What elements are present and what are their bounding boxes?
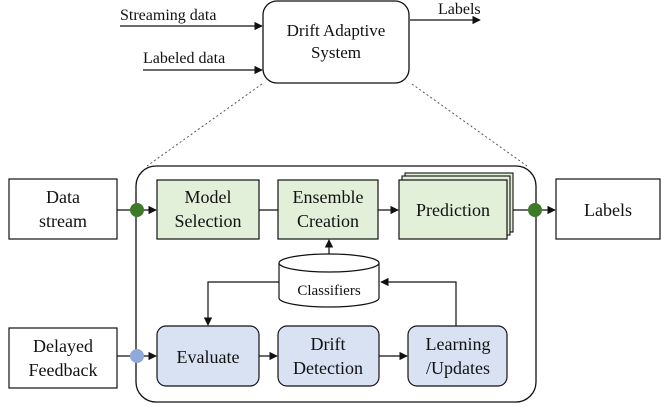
delayed-feedback-port-dot bbox=[130, 349, 144, 363]
data-stream-port-dot bbox=[130, 203, 144, 217]
prediction-text: Prediction bbox=[416, 200, 490, 220]
zoom-line-left bbox=[146, 83, 263, 167]
labeled-data-label: Labeled data bbox=[143, 50, 225, 67]
delayed-feedback-line2: Feedback bbox=[29, 360, 98, 380]
ensemble-creation-line1: Ensemble bbox=[293, 187, 364, 207]
streaming-data-label: Streaming data bbox=[120, 7, 216, 24]
model-selection-line1: Model bbox=[185, 187, 232, 207]
data-stream-line1: Data bbox=[46, 187, 80, 207]
zoom-line-right bbox=[411, 83, 528, 167]
classifiers-database bbox=[278, 253, 380, 308]
data-stream-line2: stream bbox=[39, 211, 87, 231]
drift-detection-line1: Drift bbox=[311, 334, 346, 354]
delayed-feedback-box bbox=[8, 327, 118, 389]
classifiers-text: Classifiers bbox=[297, 283, 360, 299]
ensemble-creation-box bbox=[277, 179, 379, 240]
classifiers-to-evaluate-arrow bbox=[203, 281, 279, 326]
model-selection-line2: Selection bbox=[175, 211, 242, 231]
labels-output-text: Labels bbox=[584, 200, 632, 220]
labels-port-dot bbox=[528, 203, 542, 217]
prediction-box bbox=[398, 179, 508, 240]
drift-detection-line2: Detection bbox=[293, 358, 363, 378]
system-box bbox=[262, 0, 410, 84]
ensemble-creation-line2: Creation bbox=[297, 211, 359, 231]
labels-output-box bbox=[555, 178, 661, 240]
learning-updates-line2: /Updates bbox=[426, 358, 490, 378]
learning-updates-box bbox=[407, 325, 508, 387]
delayed-feedback-line1: Delayed bbox=[33, 336, 93, 356]
top-labels-label: Labels bbox=[438, 1, 481, 18]
evaluate-text: Evaluate bbox=[177, 347, 240, 367]
system-box-line2: System bbox=[311, 43, 361, 62]
system-box-line1: Drift Adaptive bbox=[287, 21, 386, 40]
data-stream-box bbox=[8, 178, 118, 240]
learning-to-classifiers-arrow bbox=[380, 277, 457, 326]
learning-updates-line1: Learning bbox=[426, 334, 491, 354]
